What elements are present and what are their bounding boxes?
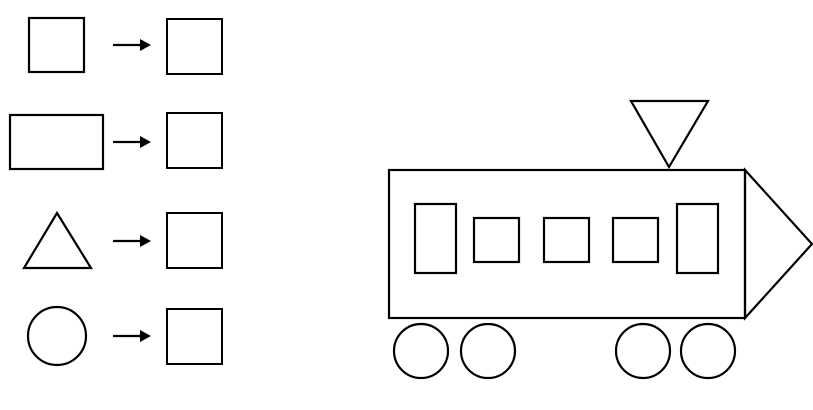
train-drawing xyxy=(389,101,812,378)
train-window-square-2 xyxy=(544,218,589,262)
legend-row-circle xyxy=(28,307,222,365)
empty-answer-box[interactable] xyxy=(167,113,222,168)
train-window-square-1 xyxy=(474,218,519,262)
circle-shape xyxy=(28,307,86,365)
legend-row-triangle xyxy=(24,213,222,268)
train-body-rectangle xyxy=(389,170,745,318)
arrow-icon xyxy=(113,39,151,51)
arrow-icon xyxy=(113,330,151,342)
train-wheel-4 xyxy=(681,324,735,378)
train-window-tall-left xyxy=(415,204,456,273)
train-wheel-2 xyxy=(461,324,515,378)
arrow-icon xyxy=(113,235,151,247)
empty-answer-box[interactable] xyxy=(167,213,222,268)
train-front-triangle xyxy=(745,170,812,318)
legend-row-rectangle xyxy=(10,113,222,169)
train-chimney-triangle xyxy=(631,101,708,167)
legend-row-square xyxy=(29,18,222,74)
shape-legend xyxy=(10,18,222,365)
empty-answer-box[interactable] xyxy=(167,309,222,364)
train-wheel-3 xyxy=(616,324,670,378)
train-window-tall-right xyxy=(677,204,718,273)
triangle-shape xyxy=(24,213,91,268)
train-window-square-3 xyxy=(613,218,658,262)
train-wheel-1 xyxy=(394,324,448,378)
square-shape xyxy=(29,18,84,72)
rectangle-shape xyxy=(10,115,103,169)
arrow-icon xyxy=(113,136,151,148)
empty-answer-box[interactable] xyxy=(167,19,222,74)
